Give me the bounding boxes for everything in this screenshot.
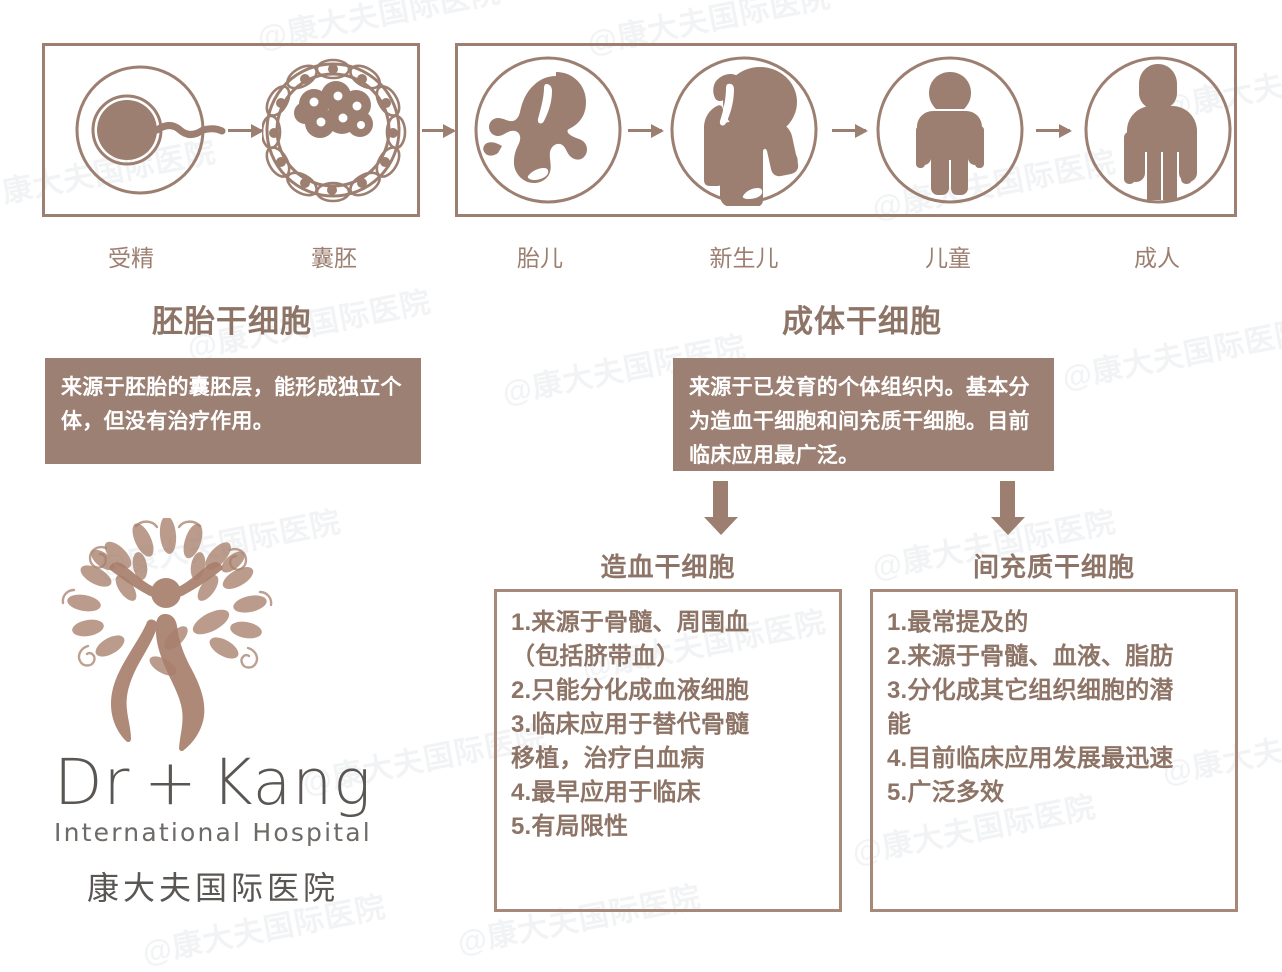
embryonic-stage-panel xyxy=(42,43,420,217)
arrow-newborn-to-child xyxy=(832,123,868,138)
child-icon xyxy=(874,54,1026,206)
arrow-to-mesenchymal xyxy=(990,481,1025,535)
list-item: 能 xyxy=(887,711,912,739)
list-item: 5.有局限性 xyxy=(511,813,629,841)
list-item: 5.广泛多效 xyxy=(887,779,1005,807)
logo-subtitle: International Hospital xyxy=(54,818,372,847)
stage-label-blastocyst: 囊胚 xyxy=(311,245,357,271)
arrow-child-to-adult xyxy=(1036,123,1072,138)
arrow-to-hematopoietic xyxy=(703,481,738,535)
hospital-logo: Dr + Kang International Hospital 康大夫国际医院 xyxy=(48,516,438,918)
blastocyst-icon xyxy=(260,56,414,206)
stage-label-child: 儿童 xyxy=(925,245,971,271)
logo-chinese-name: 康大夫国际医院 xyxy=(86,870,339,906)
list-item: 4.最早应用于临床 xyxy=(511,779,701,807)
list-item: 2.来源于骨髓、血液、脂肪 xyxy=(887,643,1174,671)
mesenchymal-heading: 间充质干细胞 xyxy=(972,552,1136,582)
adult-stem-cell-heading: 成体干细胞 xyxy=(782,304,942,339)
list-item: 1.来源于骨髓、周围血 xyxy=(511,609,750,636)
list-item: 移植，治疗白血病 xyxy=(511,745,705,773)
adult-stage-panel xyxy=(455,43,1237,217)
stage-label-fertilization: 受精 xyxy=(108,245,154,271)
adult-icon xyxy=(1082,54,1234,206)
arrow-panel-embryonic-to-adult xyxy=(422,123,456,138)
arrow-fertilization-to-blastocyst xyxy=(228,123,264,138)
embryonic-stem-cell-heading: 胚胎干细胞 xyxy=(152,304,312,339)
list-item: 3.临床应用于替代骨髓 xyxy=(511,711,750,739)
tree-figure-logo-icon xyxy=(61,516,273,752)
list-item: 2.只能分化成血液细胞 xyxy=(511,677,750,705)
logo-wordmark: Dr + Kang xyxy=(54,746,372,819)
watermark: @康大夫国际医院 xyxy=(1059,315,1282,396)
newborn-icon xyxy=(668,54,820,207)
list-item: （包括脐带血） xyxy=(511,643,681,671)
list-item: 4.目前临床应用发展最迅速 xyxy=(887,745,1174,773)
fetus-icon xyxy=(472,54,624,206)
stage-label-fetus: 胎儿 xyxy=(517,245,563,271)
hematopoietic-heading: 造血干细胞 xyxy=(600,552,736,582)
embryonic-stem-cell-description: 来源于胚胎的囊胚层，能形成独立个体，但没有治疗作用。 xyxy=(45,358,421,464)
stage-label-newborn: 新生儿 xyxy=(709,245,779,271)
sperm-egg-icon xyxy=(70,55,230,205)
stage-label-adult: 成人 xyxy=(1134,245,1180,271)
arrow-fetus-to-newborn xyxy=(628,123,664,138)
hematopoietic-list-box: 1.来源于骨髓、周围血 （包括脐带血） 2.只能分化成血液细胞 3.临床应用于替… xyxy=(494,589,842,912)
list-item: 1.最常提及的 xyxy=(887,609,1029,636)
list-item: 3.分化成其它组织细胞的潜 xyxy=(887,677,1174,705)
adult-stem-cell-description: 来源于已发育的个体组织内。基本分为造血干细胞和间充质干细胞。目前临床应用最广泛。 xyxy=(673,358,1054,471)
mesenchymal-list-box: 1.最常提及的 2.来源于骨髓、血液、脂肪 3.分化成其它组织细胞的潜 能 4.… xyxy=(870,589,1238,912)
